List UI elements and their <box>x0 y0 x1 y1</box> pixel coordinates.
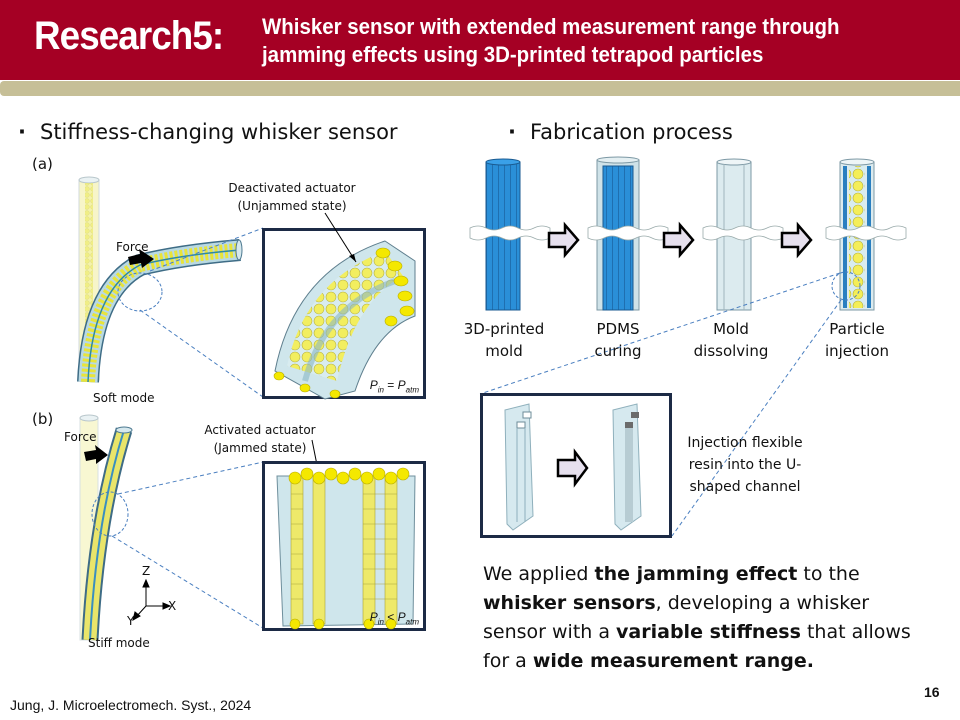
u-channel-empty <box>504 403 534 531</box>
process-arrow-icon <box>547 221 580 259</box>
whisker-bent-soft <box>77 239 243 383</box>
force-label-a: Force <box>116 240 149 254</box>
axes-triad-icon <box>132 578 172 622</box>
subtitle-line-1: Whisker sensor with extended measurement… <box>262 14 840 39</box>
pressure-equation-b: Pin < Patm <box>369 609 419 626</box>
unjammed-particles-figure <box>273 240 416 400</box>
process-arrow-icon <box>556 448 589 488</box>
whisker-bent-stiff <box>81 426 133 641</box>
title-banner: Research5: Whisker sensor with extended … <box>0 0 960 80</box>
bullet-icon: · <box>18 120 26 144</box>
slide-title: Research5: <box>34 14 224 58</box>
axis-x-label: X <box>168 599 177 613</box>
pressure-equation-a: Pin = Patm <box>369 377 419 394</box>
detail-box-injection <box>480 393 672 538</box>
u-channel-figure <box>504 403 642 531</box>
mode-label-stiff: Stiff mode <box>88 636 150 650</box>
slide-subtitle: Whisker sensor with extended measurement… <box>262 13 840 69</box>
injection-note: Injection flexible resin into the U- sha… <box>687 435 803 495</box>
actuator-label-b: Activated actuator (Jammed state) <box>204 423 316 455</box>
bullet-icon: · <box>508 120 516 144</box>
axis-z-label: Z <box>142 564 151 578</box>
panel-b-label: (b) <box>32 410 54 428</box>
force-arrow-icon <box>128 249 154 268</box>
axis-y-label: Y <box>127 614 135 628</box>
page-number: 16 <box>924 684 940 700</box>
force-arrow-icon <box>84 445 108 464</box>
summary-paragraph: We applied the jamming effect to the whi… <box>483 563 911 672</box>
citation: Jung, J. Microelectromech. Syst., 2024 <box>10 697 252 713</box>
section-title-fabrication: · Fabrication process <box>508 120 733 144</box>
zoom-connector <box>479 272 841 395</box>
break-lines <box>469 225 907 241</box>
section-title-stiffness: · Stiffness-changing whisker sensor <box>18 120 398 144</box>
zoom-circle-fab <box>831 271 861 301</box>
process-arrow-icon <box>662 221 695 259</box>
zoom-connector <box>117 461 264 495</box>
zoom-connector <box>149 227 264 272</box>
actuator-label-a: Deactivated actuator (Unjammed state) <box>228 181 356 213</box>
subtitle-line-2: jamming effects using 3D-printed tetrapo… <box>262 42 764 67</box>
jammed-particles-figure <box>276 467 416 630</box>
accent-bar <box>0 81 960 96</box>
detail-box-jammed: Pin < Patm <box>262 461 426 631</box>
zoom-circle-a <box>117 272 163 312</box>
process-arrow-icon <box>780 221 813 259</box>
zoom-connector <box>671 299 842 537</box>
force-label-b: Force <box>64 430 97 444</box>
mode-label-soft: Soft mode <box>93 391 155 405</box>
section-title-text: Stiffness-changing whisker sensor <box>39 120 398 144</box>
u-channel-filled <box>612 403 642 531</box>
section-title-text: Fabrication process <box>529 120 733 144</box>
panel-a-label: (a) <box>32 155 53 173</box>
zoom-circle-b <box>91 491 129 537</box>
zoom-connector <box>111 535 264 629</box>
